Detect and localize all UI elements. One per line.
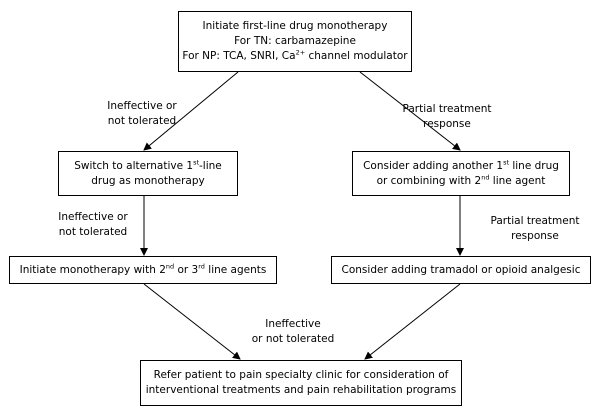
box-tramadol-opioid: Consider adding tramadol or opioid analg…	[331, 256, 591, 284]
label-partial-treatment-response: Partial treatment response	[490, 215, 580, 242]
box-refer-pain-specialty-clinic: Refer patient to pain specialty clinic f…	[140, 360, 462, 406]
box-top-line2: For TN: carbamazepine	[234, 35, 356, 47]
arrow-top-to-consider	[359, 71, 461, 151]
box-switch-alternative: Switch to alternative 1st-line drug as m…	[58, 151, 238, 196]
box-first-line-monotherapy: Initiate first-line drug monotherapy For…	[178, 11, 412, 72]
arrow-tramadol-to-refer	[364, 283, 461, 360]
box-top-line3: For NP: TCA, SNRI, Ca2+ channel modulato…	[182, 48, 408, 62]
box-top-line1: Initiate first-line drug monotherapy	[202, 20, 388, 32]
box-consider-adding-drug: Consider adding another 1st line drug or…	[352, 151, 570, 196]
box-monotherapy-second-third-line: Initiate monotherapy with 2nd or 3rd lin…	[9, 256, 277, 284]
arrow-mono-to-refer	[143, 283, 241, 360]
label-ineffective-or-not-tolerated: Ineffective or not tolerated	[58, 211, 128, 238]
arrow-top-to-switch	[143, 71, 239, 151]
label-ineffective-or-not-tolerated: Ineffective or not tolerated	[107, 100, 177, 127]
label-partial-treatment-response: Partial treatment response	[402, 103, 492, 130]
label-ineffective-or-not-tolerated: Ineffective or not tolerated	[251, 318, 335, 345]
